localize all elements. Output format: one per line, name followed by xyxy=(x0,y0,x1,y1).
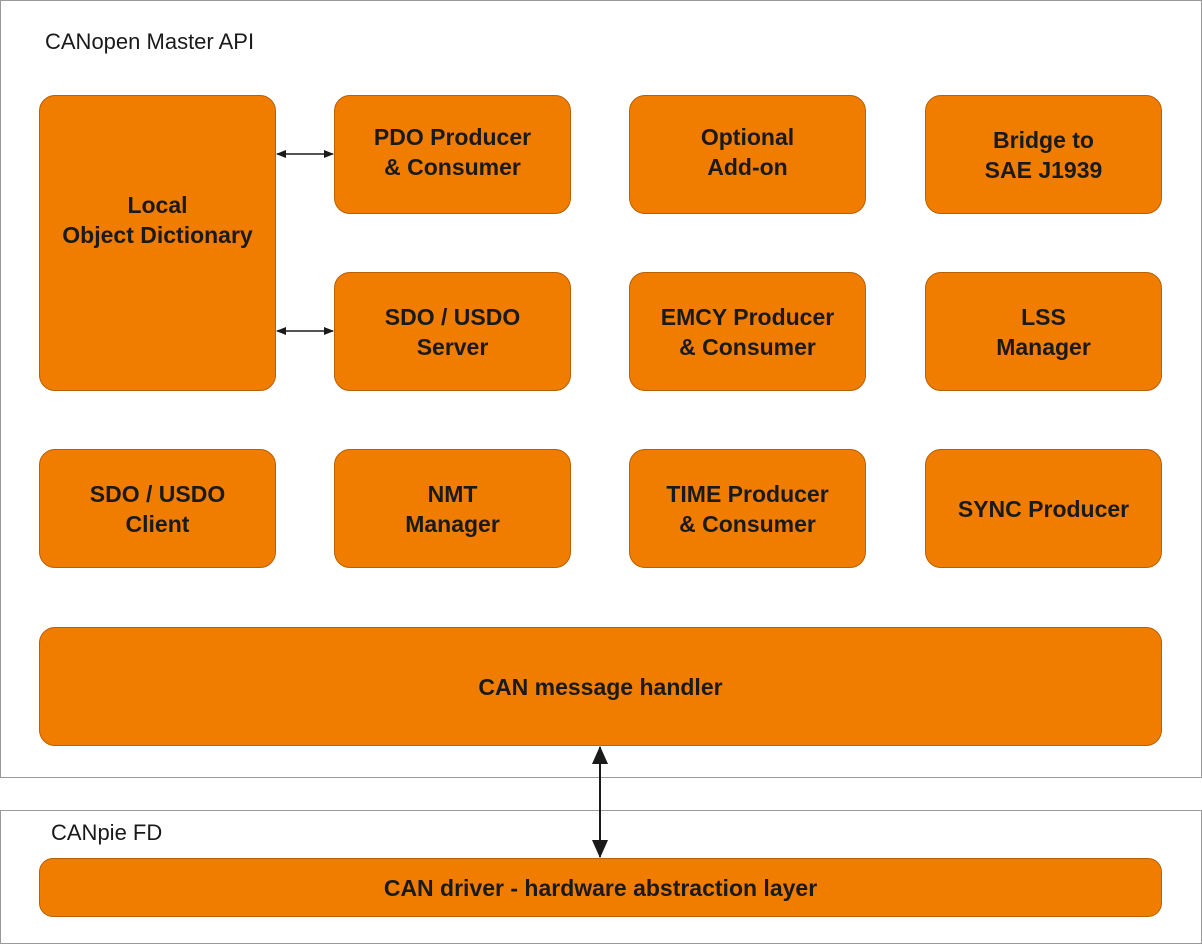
lss-line-1: LSS xyxy=(1021,303,1066,330)
emcy-line-1: EMCY Producer xyxy=(660,303,835,330)
sdo-client-line-1: SDO / USDO xyxy=(89,480,226,507)
can-message-handler-label: CAN message handler xyxy=(478,673,723,700)
bridge-line-2: SAE J1939 xyxy=(984,156,1103,183)
pdo-producer-consumer-block: PDO Producer & Consumer xyxy=(334,95,571,214)
canopen-master-api-title: CANopen Master API xyxy=(45,29,255,54)
nmt-line-1: NMT xyxy=(427,480,478,507)
optional-add-on-block: Optional Add-on xyxy=(629,95,866,214)
local-object-dictionary-block: Local Object Dictionary xyxy=(39,95,276,391)
pdo-line-1: PDO Producer xyxy=(373,123,532,150)
sdo-server-line-2: Server xyxy=(416,333,489,360)
lss-manager-block: LSS Manager xyxy=(925,272,1162,391)
canpie-fd-title: CANpie FD xyxy=(51,820,163,845)
bridge-sae-j1939-block: Bridge to SAE J1939 xyxy=(925,95,1162,214)
local-object-dictionary-line-2: Object Dictionary xyxy=(62,222,253,248)
sync-line-1: SYNC Producer xyxy=(957,495,1130,522)
sdo-server-line-1: SDO / USDO xyxy=(384,303,521,330)
local-object-dictionary-line-1: Local xyxy=(127,192,188,218)
nmt-line-2: Manager xyxy=(405,510,500,537)
time-producer-consumer-block: TIME Producer & Consumer xyxy=(629,449,866,568)
emcy-producer-consumer-block: EMCY Producer & Consumer xyxy=(629,272,866,391)
can-driver-label: CAN driver - hardware abstraction layer xyxy=(383,874,818,901)
sdo-usdo-server-block: SDO / USDO Server xyxy=(334,272,571,391)
sync-producer-block: SYNC Producer xyxy=(925,449,1162,568)
pdo-line-2: & Consumer xyxy=(384,153,521,180)
nmt-manager-block: NMT Manager xyxy=(334,449,571,568)
lss-line-2: Manager xyxy=(996,333,1091,360)
bridge-line-1: Bridge to xyxy=(993,126,1094,153)
can-driver-block: CAN driver - hardware abstraction layer xyxy=(39,858,1162,917)
optional-line-2: Add-on xyxy=(707,153,788,180)
sdo-client-line-2: Client xyxy=(125,510,190,537)
time-line-1: TIME Producer xyxy=(666,480,829,507)
sdo-usdo-client-block: SDO / USDO Client xyxy=(39,449,276,568)
time-line-2: & Consumer xyxy=(679,510,816,537)
optional-line-1: Optional xyxy=(700,123,795,150)
can-message-handler-block: CAN message handler xyxy=(39,627,1162,746)
emcy-line-2: & Consumer xyxy=(679,333,816,360)
